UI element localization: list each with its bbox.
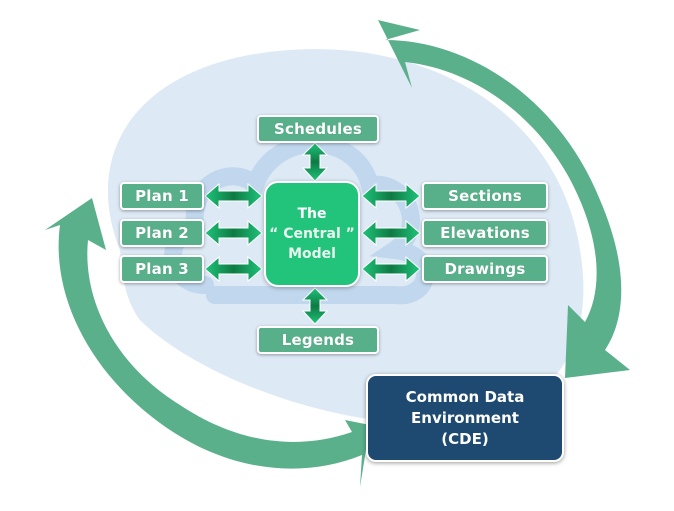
node-plan-3: Plan 3 [120, 255, 204, 283]
node-plan-2-label: Plan 2 [135, 224, 189, 242]
node-plan-1: Plan 1 [120, 182, 204, 210]
double-arrow-plan-3 [204, 255, 263, 283]
cde-line-2: Environment [411, 408, 519, 427]
node-schedules-label: Schedules [273, 120, 362, 138]
cde-box: Common Data Environment (CDE) [366, 374, 564, 462]
node-elevations-label: Elevations [440, 224, 530, 242]
node-plan-1-label: Plan 1 [135, 187, 189, 205]
node-drawings: Drawings [422, 255, 548, 283]
node-legends: Legends [257, 326, 379, 354]
node-drawings-label: Drawings [444, 260, 526, 278]
cycle-arrow-right [378, 20, 630, 378]
central-model: The “ Central ” Model [264, 181, 360, 287]
central-model-line-2: “ Central ” [269, 226, 355, 242]
node-legends-label: Legends [281, 331, 355, 349]
double-arrow-drawings [361, 255, 421, 283]
double-arrow-plan-2 [204, 219, 263, 247]
node-plan-3-label: Plan 3 [135, 260, 189, 278]
cde-line-3: (CDE) [441, 429, 489, 448]
node-sections: Sections [422, 182, 548, 210]
node-sections-label: Sections [448, 187, 522, 205]
double-arrow-plan-1 [204, 182, 263, 210]
central-model-line-1: The [297, 206, 327, 222]
double-arrow-legends [301, 287, 329, 325]
node-schedules: Schedules [257, 115, 379, 143]
cde-line-1: Common Data [405, 387, 525, 406]
double-arrow-elevations [361, 219, 421, 247]
central-model-line-3: Model [288, 246, 336, 262]
node-plan-2: Plan 2 [120, 219, 204, 247]
node-elevations: Elevations [422, 219, 548, 247]
double-arrow-sections [361, 182, 421, 210]
cycle-arrow-left [45, 198, 370, 487]
